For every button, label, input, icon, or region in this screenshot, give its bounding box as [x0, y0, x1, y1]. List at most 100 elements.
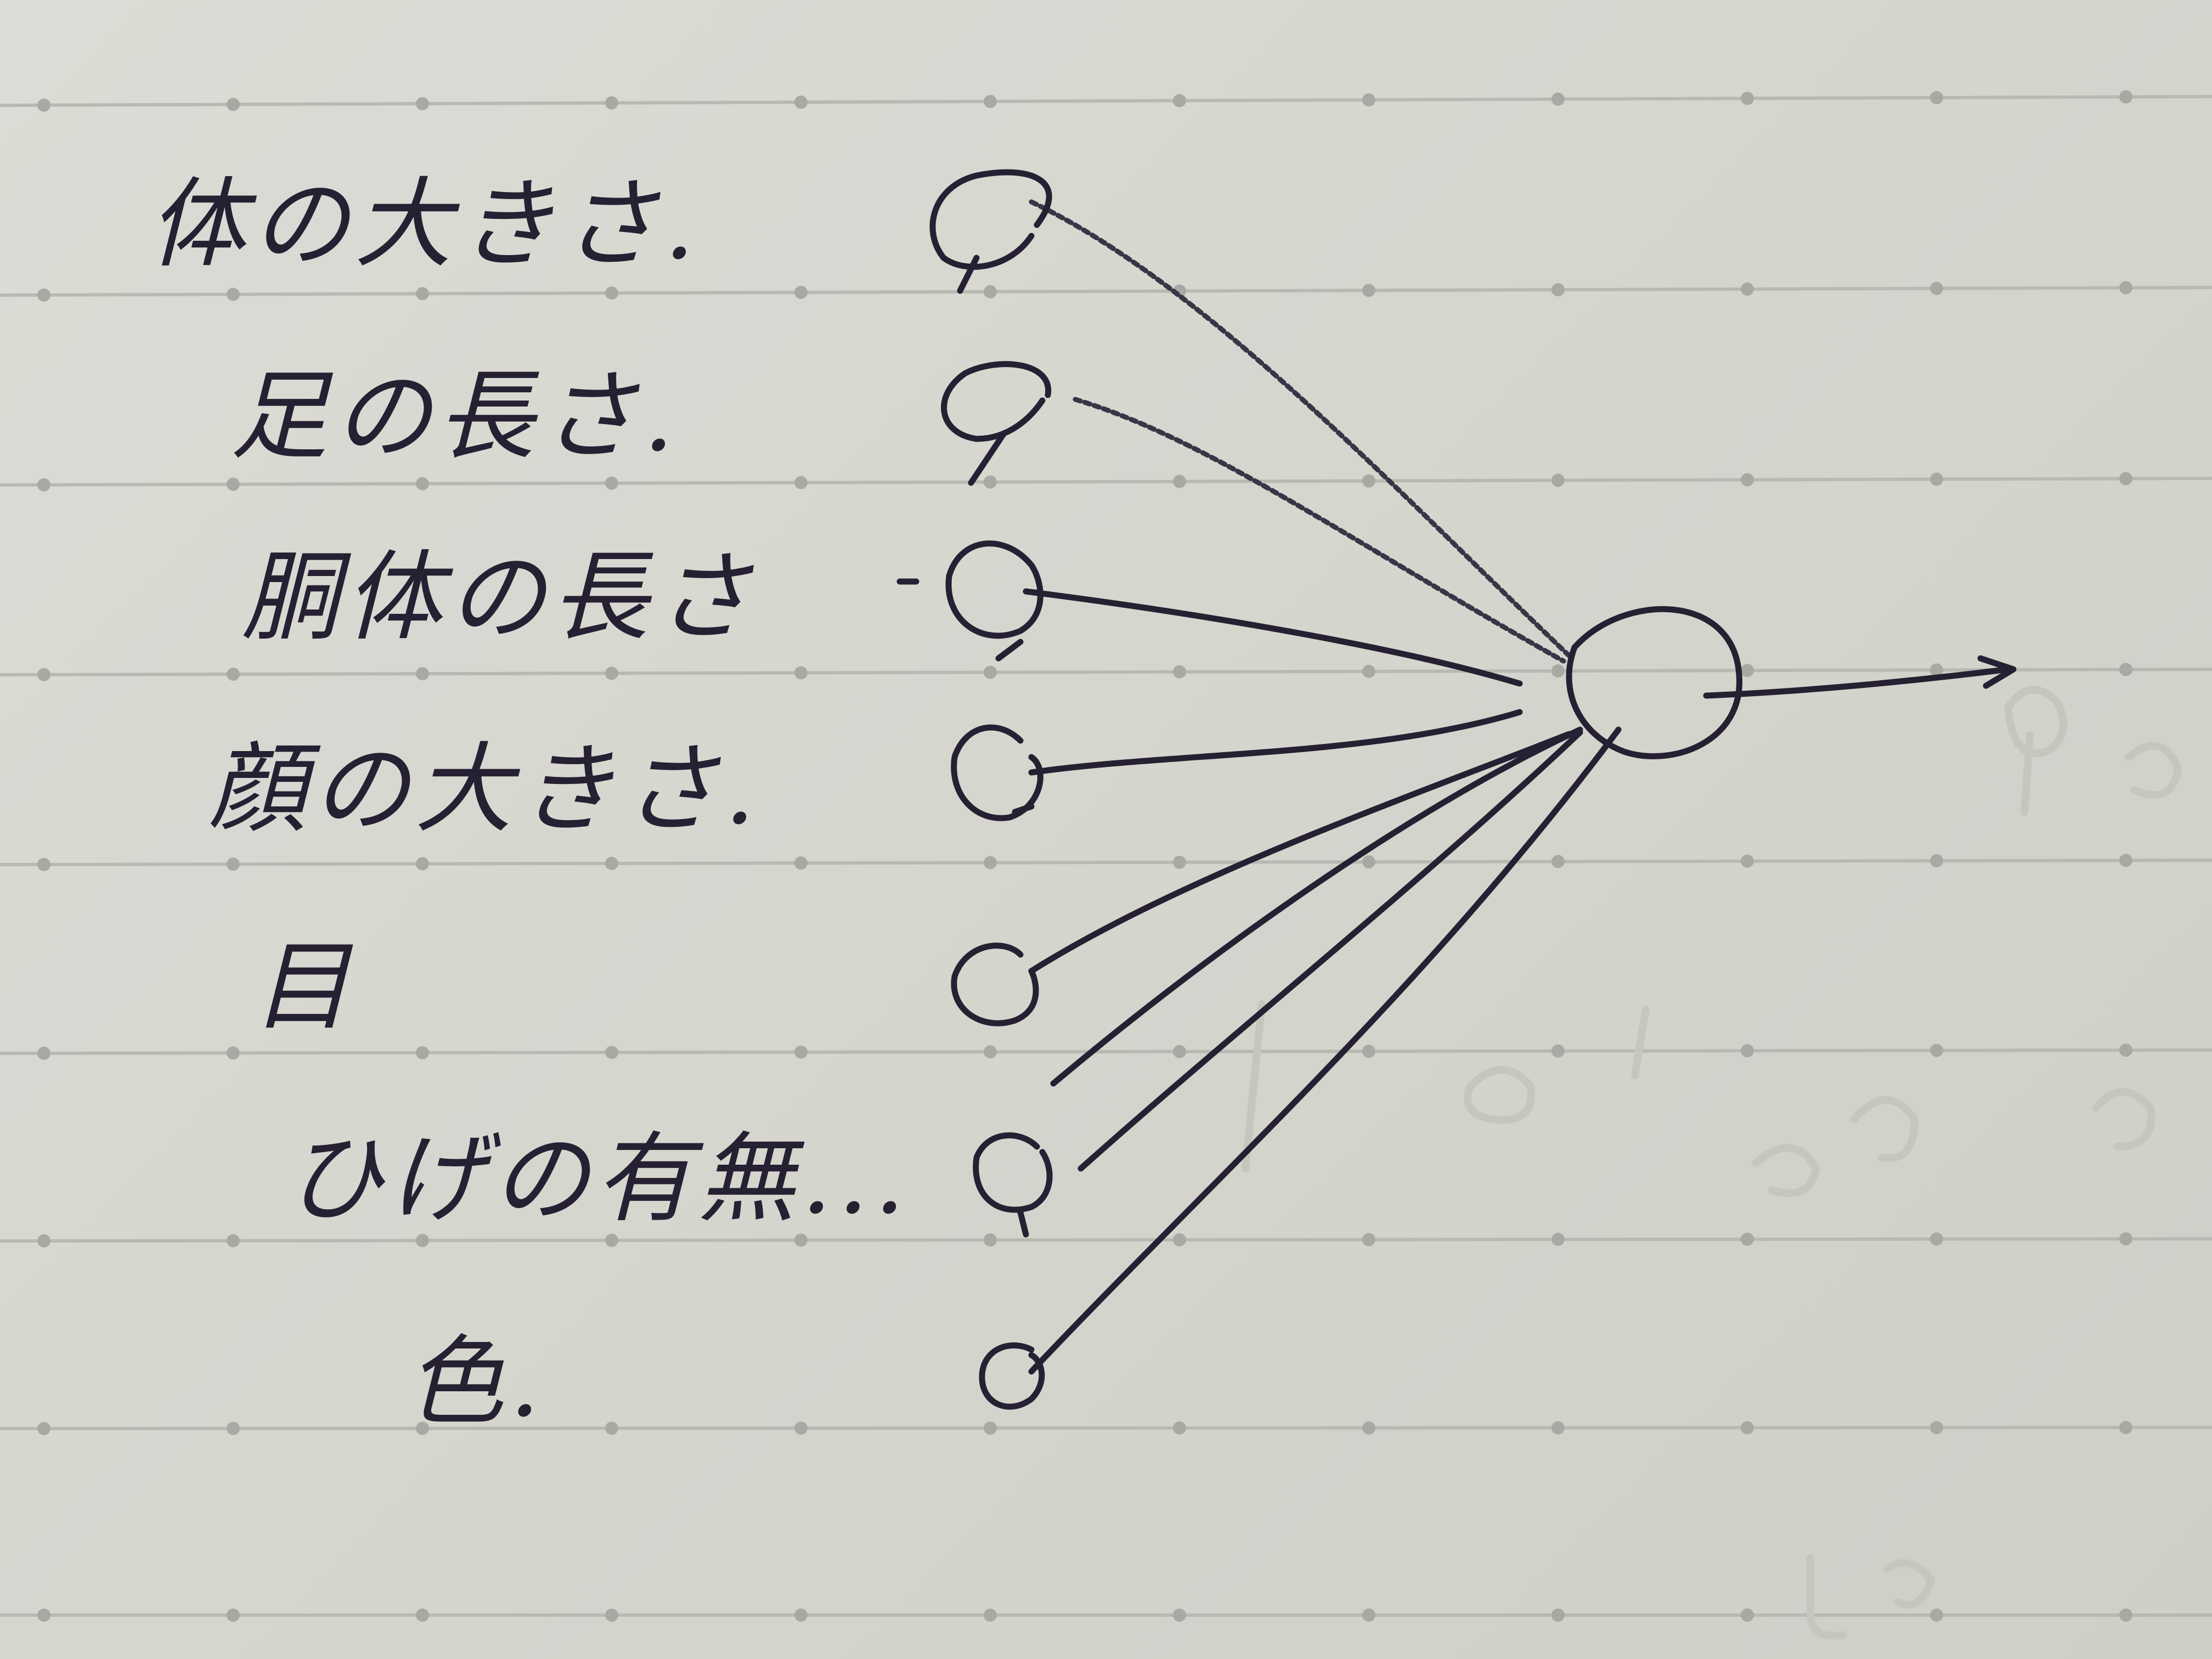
grid-dot — [2119, 854, 2132, 867]
input-label: ひげの有無... — [285, 1122, 911, 1235]
grid-dot — [2119, 1609, 2132, 1622]
grid-dot — [416, 1046, 429, 1059]
grid-dot — [37, 98, 50, 112]
input-label: 顔の大きさ. — [208, 732, 761, 846]
grid-dot — [227, 477, 240, 491]
grid-dot — [794, 1233, 808, 1247]
input-labels: 体の大きさ. 足の長さ. 胴体の長さ 顔の大きさ. 目 ひげの有無... 色. — [148, 167, 911, 1438]
grid-dot — [1551, 1609, 1565, 1622]
grid-dot — [1551, 92, 1565, 106]
grid-dot — [1173, 855, 1186, 869]
connection-line — [1073, 397, 1566, 664]
ruled-lines — [0, 95, 2212, 1617]
grid-dot — [416, 857, 429, 871]
grid-dot — [1551, 855, 1565, 868]
bleed-through-marks — [1242, 686, 2182, 1640]
grid-dot — [37, 478, 50, 492]
grid-dot — [1173, 1421, 1186, 1435]
grid-dot — [794, 1045, 808, 1059]
grid-dot — [1551, 1233, 1565, 1246]
grid-dot — [984, 665, 997, 679]
input-node — [951, 724, 1043, 821]
grid-dot — [1930, 1043, 1943, 1057]
grid-dot — [984, 1233, 997, 1247]
grid-dot — [1741, 1044, 1754, 1058]
input-label: 目 — [252, 930, 356, 1043]
grid-dot — [2119, 281, 2132, 295]
grid-dot — [416, 287, 429, 301]
grid-dot — [2119, 1232, 2132, 1246]
grid-dot — [1362, 1233, 1375, 1246]
grid-dot — [1362, 855, 1375, 869]
grid-dot — [1362, 1609, 1375, 1622]
grid-dot — [1362, 664, 1375, 678]
input-node — [973, 1132, 1053, 1238]
grid-dot — [1173, 1609, 1186, 1622]
grid-dot — [37, 1609, 50, 1622]
input-node — [979, 1342, 1045, 1410]
grid-dot — [1930, 1232, 1943, 1246]
ruled-dots — [37, 90, 2132, 1622]
grid-dot — [1362, 284, 1375, 297]
grid-dot — [984, 1421, 997, 1435]
grid-dot — [1173, 1045, 1186, 1058]
output-arrow[interactable] — [1703, 655, 2017, 699]
grid-dot — [227, 1609, 240, 1622]
grid-dot — [227, 287, 240, 301]
grid-dot — [1551, 664, 1565, 678]
grid-dot — [794, 856, 808, 870]
grid-dot — [1741, 92, 1754, 105]
connection-line — [1029, 199, 1572, 658]
grid-dot — [37, 668, 50, 681]
connection-line — [1077, 729, 1583, 1172]
grid-dot — [1741, 664, 1754, 678]
grid-dot — [1362, 93, 1375, 107]
grid-dot — [1551, 283, 1565, 297]
grid-dot — [37, 857, 50, 871]
input-label: 足の長さ. — [230, 359, 680, 473]
grid-dot — [1741, 473, 1754, 487]
grid-dot — [2119, 1421, 2132, 1435]
grid-dot — [794, 666, 808, 680]
grid-dot — [1930, 663, 1943, 677]
grid-dot — [227, 1046, 240, 1060]
grid-dot — [605, 1421, 618, 1435]
grid-dot — [227, 667, 240, 681]
grid-dot — [1173, 665, 1186, 679]
grid-dot — [605, 667, 618, 680]
grid-dot — [984, 475, 997, 489]
grid-dot — [794, 95, 808, 109]
grid-dot — [2119, 472, 2132, 486]
grid-dot — [1173, 475, 1186, 488]
grid-dot — [1173, 94, 1186, 108]
input-nodes — [896, 169, 1053, 1410]
grid-dot — [794, 1609, 808, 1622]
input-node — [929, 169, 1052, 294]
input-node — [951, 943, 1039, 1026]
grid-dot — [1930, 1609, 1943, 1622]
grid-dot — [1551, 1421, 1565, 1435]
grid-dot — [605, 856, 618, 870]
grid-dot — [2119, 90, 2132, 104]
connection-line — [1050, 726, 1583, 1087]
output-node — [1566, 606, 1742, 759]
grid-dot — [1930, 1421, 1943, 1435]
grid-dot — [416, 1234, 429, 1248]
connection-line — [1028, 731, 1572, 974]
grid-dot — [1551, 1044, 1565, 1058]
grid-dot — [605, 1233, 618, 1247]
grid-dot — [227, 98, 240, 111]
grid-dot — [605, 96, 618, 110]
grid-dot — [1362, 474, 1375, 488]
grid-dot — [794, 1421, 808, 1435]
grid-dot — [416, 1421, 429, 1435]
grid-dot — [2119, 1043, 2132, 1057]
grid-dot — [227, 1421, 240, 1435]
grid-dot — [605, 476, 618, 490]
input-node — [896, 540, 1043, 662]
grid-dot — [1551, 473, 1565, 487]
grid-dot — [1362, 1421, 1375, 1435]
grid-dot — [605, 1609, 618, 1622]
connection-line — [1028, 726, 1622, 1375]
